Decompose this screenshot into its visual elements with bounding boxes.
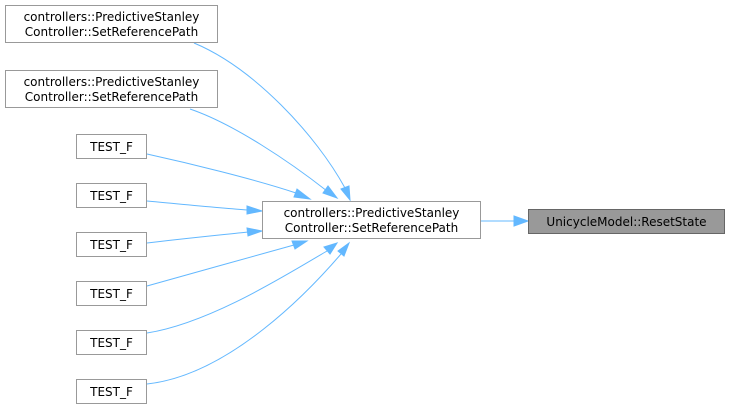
edge-test-f-3-to-main <box>146 231 249 244</box>
node-test-f-2[interactable]: TEST_F <box>76 183 147 208</box>
arrow-head-icon <box>246 227 264 237</box>
node-set-ref-main[interactable]: controllers::PredictiveStanley Controlle… <box>262 201 481 239</box>
node-label-line: TEST_F <box>89 287 133 301</box>
arrow-head-icon <box>293 188 312 200</box>
node-label-line: TEST_F <box>89 385 133 399</box>
edge-test-f-6-to-main <box>146 253 342 385</box>
edge-test-f-4-to-main <box>146 244 295 287</box>
node-test-f-3[interactable]: TEST_F <box>76 232 147 257</box>
node-reset-state-focus[interactable]: UnicycleModel::ResetState <box>528 209 725 234</box>
node-test-f-4[interactable]: TEST_F <box>76 281 147 306</box>
node-label-line: TEST_F <box>89 140 133 154</box>
node-test-f-6[interactable]: TEST_F <box>76 379 147 404</box>
node-label-line: controllers::PredictiveStanley <box>284 206 460 220</box>
node-label-line: TEST_F <box>89 238 133 252</box>
node-label-line: UnicycleModel::ResetState <box>546 215 706 229</box>
node-label-line: TEST_F <box>89 336 133 350</box>
node-label-line: controllers::PredictiveStanley <box>24 75 200 89</box>
node-label-line: Controller::SetReferencePath <box>25 25 198 39</box>
node-label-line: Controller::SetReferencePath <box>25 90 198 104</box>
arrow-head-icon <box>513 215 530 227</box>
edge-test-f-1-to-main <box>146 153 297 194</box>
arrow-head-icon <box>322 185 339 200</box>
edge-set-ref-2-to-main <box>189 108 328 192</box>
node-test-f-1[interactable]: TEST_F <box>76 134 147 159</box>
node-label-line: TEST_F <box>89 189 133 203</box>
arrow-head-icon <box>323 242 339 255</box>
edge-set-ref-1-to-main <box>193 42 346 189</box>
node-set-ref-2[interactable]: controllers::PredictiveStanley Controlle… <box>5 70 218 108</box>
node-label-line: Controller::SetReferencePath <box>285 221 458 235</box>
arrow-head-icon <box>337 241 351 257</box>
edges <box>146 42 530 385</box>
arrow-head-icon <box>291 240 309 250</box>
arrow-head-icon <box>246 205 264 215</box>
node-test-f-5[interactable]: TEST_F <box>76 330 147 355</box>
node-label-line: controllers::PredictiveStanley <box>24 10 200 24</box>
edge-test-f-2-to-main <box>146 200 249 211</box>
node-set-ref-1[interactable]: controllers::PredictiveStanley Controlle… <box>5 5 218 43</box>
arrow-head-icon <box>340 185 351 202</box>
edge-test-f-5-to-main <box>146 250 328 334</box>
